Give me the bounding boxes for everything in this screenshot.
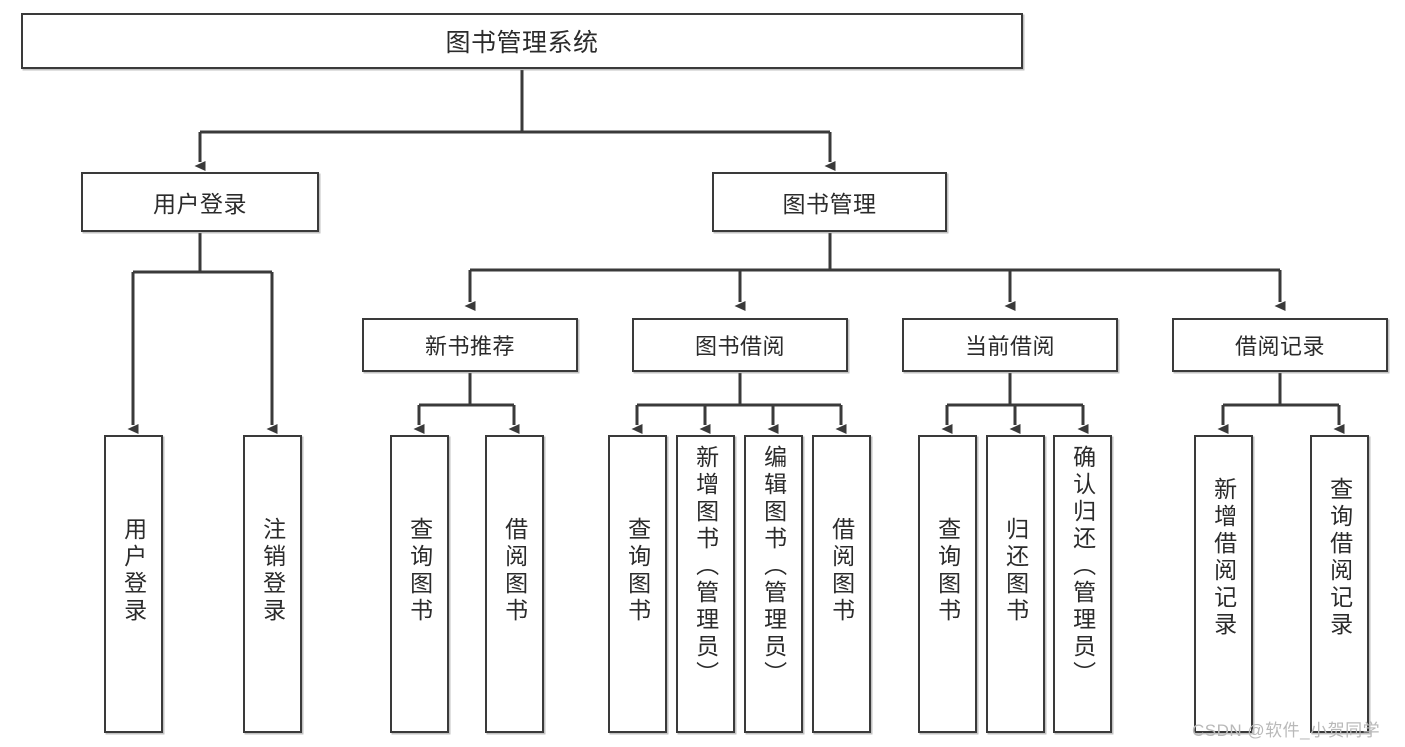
node-current-borrow-label: 当前借阅 <box>964 334 1055 359</box>
node-user-login-label: 用户登录 <box>153 191 247 217</box>
node-leaf-return-book-label: 归还图书 <box>1002 517 1029 625</box>
node-book-borrow[interactable]: 图书借阅 <box>632 318 848 372</box>
node-current-borrow[interactable]: 当前借阅 <box>902 318 1118 372</box>
node-root-label: 图书管理系统 <box>445 29 599 57</box>
node-leaf-logout[interactable]: 注销登录 <box>243 435 302 733</box>
node-book-mgmt-label: 图书管理 <box>782 191 877 217</box>
node-leaf-query-book-2[interactable]: 查询图书 <box>608 435 667 733</box>
node-root[interactable]: 图书管理系统 <box>21 13 1023 69</box>
node-leaf-query-record-label: 查询借阅记录 <box>1326 477 1353 639</box>
node-leaf-add-book-label: 新增图书（管理员） <box>692 445 719 688</box>
node-leaf-edit-book[interactable]: 编辑图书（管理员） <box>744 435 803 733</box>
node-leaf-query-book-3-label: 查询图书 <box>934 517 961 625</box>
node-borrow-record[interactable]: 借阅记录 <box>1172 318 1388 372</box>
node-leaf-query-book-3[interactable]: 查询图书 <box>918 435 977 733</box>
node-leaf-query-record[interactable]: 查询借阅记录 <box>1310 435 1369 733</box>
node-leaf-query-book-2-label: 查询图书 <box>624 517 651 625</box>
node-leaf-return-book[interactable]: 归还图书 <box>986 435 1045 733</box>
node-leaf-confirm-return[interactable]: 确认归还（管理员） <box>1053 435 1112 733</box>
node-leaf-logout-label: 注销登录 <box>259 517 286 625</box>
node-leaf-borrow-book-2-label: 借阅图书 <box>828 517 855 625</box>
node-leaf-borrow-book-1[interactable]: 借阅图书 <box>485 435 544 733</box>
node-new-book-rec[interactable]: 新书推荐 <box>362 318 578 372</box>
node-leaf-query-book-1[interactable]: 查询图书 <box>390 435 449 733</box>
node-new-book-rec-label: 新书推荐 <box>424 334 515 359</box>
node-book-borrow-label: 图书借阅 <box>694 334 785 359</box>
node-leaf-borrow-book-1-label: 借阅图书 <box>501 517 528 625</box>
node-leaf-add-record[interactable]: 新增借阅记录 <box>1194 435 1253 733</box>
node-book-mgmt[interactable]: 图书管理 <box>712 172 947 232</box>
node-borrow-record-label: 借阅记录 <box>1234 334 1325 359</box>
node-leaf-user-login-label: 用户登录 <box>120 517 147 625</box>
node-leaf-add-record-label: 新增借阅记录 <box>1210 477 1237 639</box>
node-leaf-edit-book-label: 编辑图书（管理员） <box>760 445 787 688</box>
node-leaf-add-book[interactable]: 新增图书（管理员） <box>676 435 735 733</box>
node-user-login[interactable]: 用户登录 <box>81 172 319 232</box>
node-leaf-borrow-book-2[interactable]: 借阅图书 <box>812 435 871 733</box>
watermark: CSDN @软件_小贺同学 <box>1192 721 1381 740</box>
node-leaf-confirm-return-label: 确认归还（管理员） <box>1069 445 1096 688</box>
node-leaf-user-login[interactable]: 用户登录 <box>104 435 163 733</box>
node-leaf-query-book-1-label: 查询图书 <box>406 517 433 625</box>
